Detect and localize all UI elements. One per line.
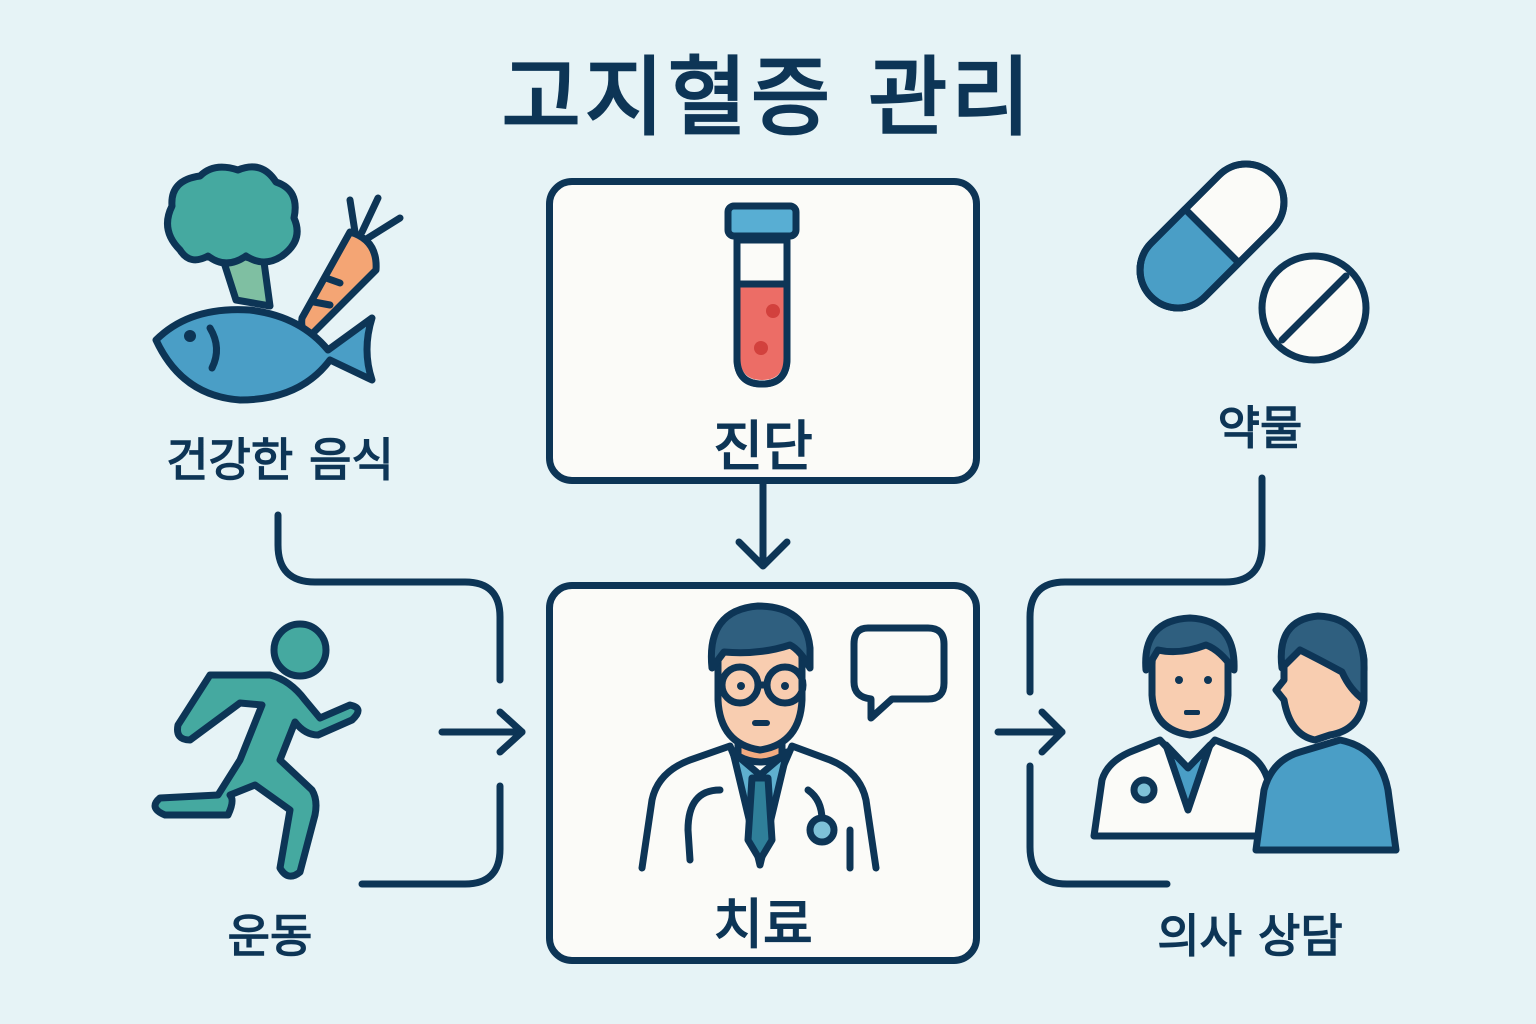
doctor-consult-label: 의사 상담 [1157,909,1343,963]
page-title: 고지혈증 관리 [501,48,1035,148]
treatment-label: 치료 [713,893,813,956]
exercise-label: 운동 [227,909,313,963]
medication-label: 약물 [1217,401,1303,455]
diagnosis-label: 진단 [713,415,813,478]
healthy-food-label: 건강한 음식 [166,433,394,487]
